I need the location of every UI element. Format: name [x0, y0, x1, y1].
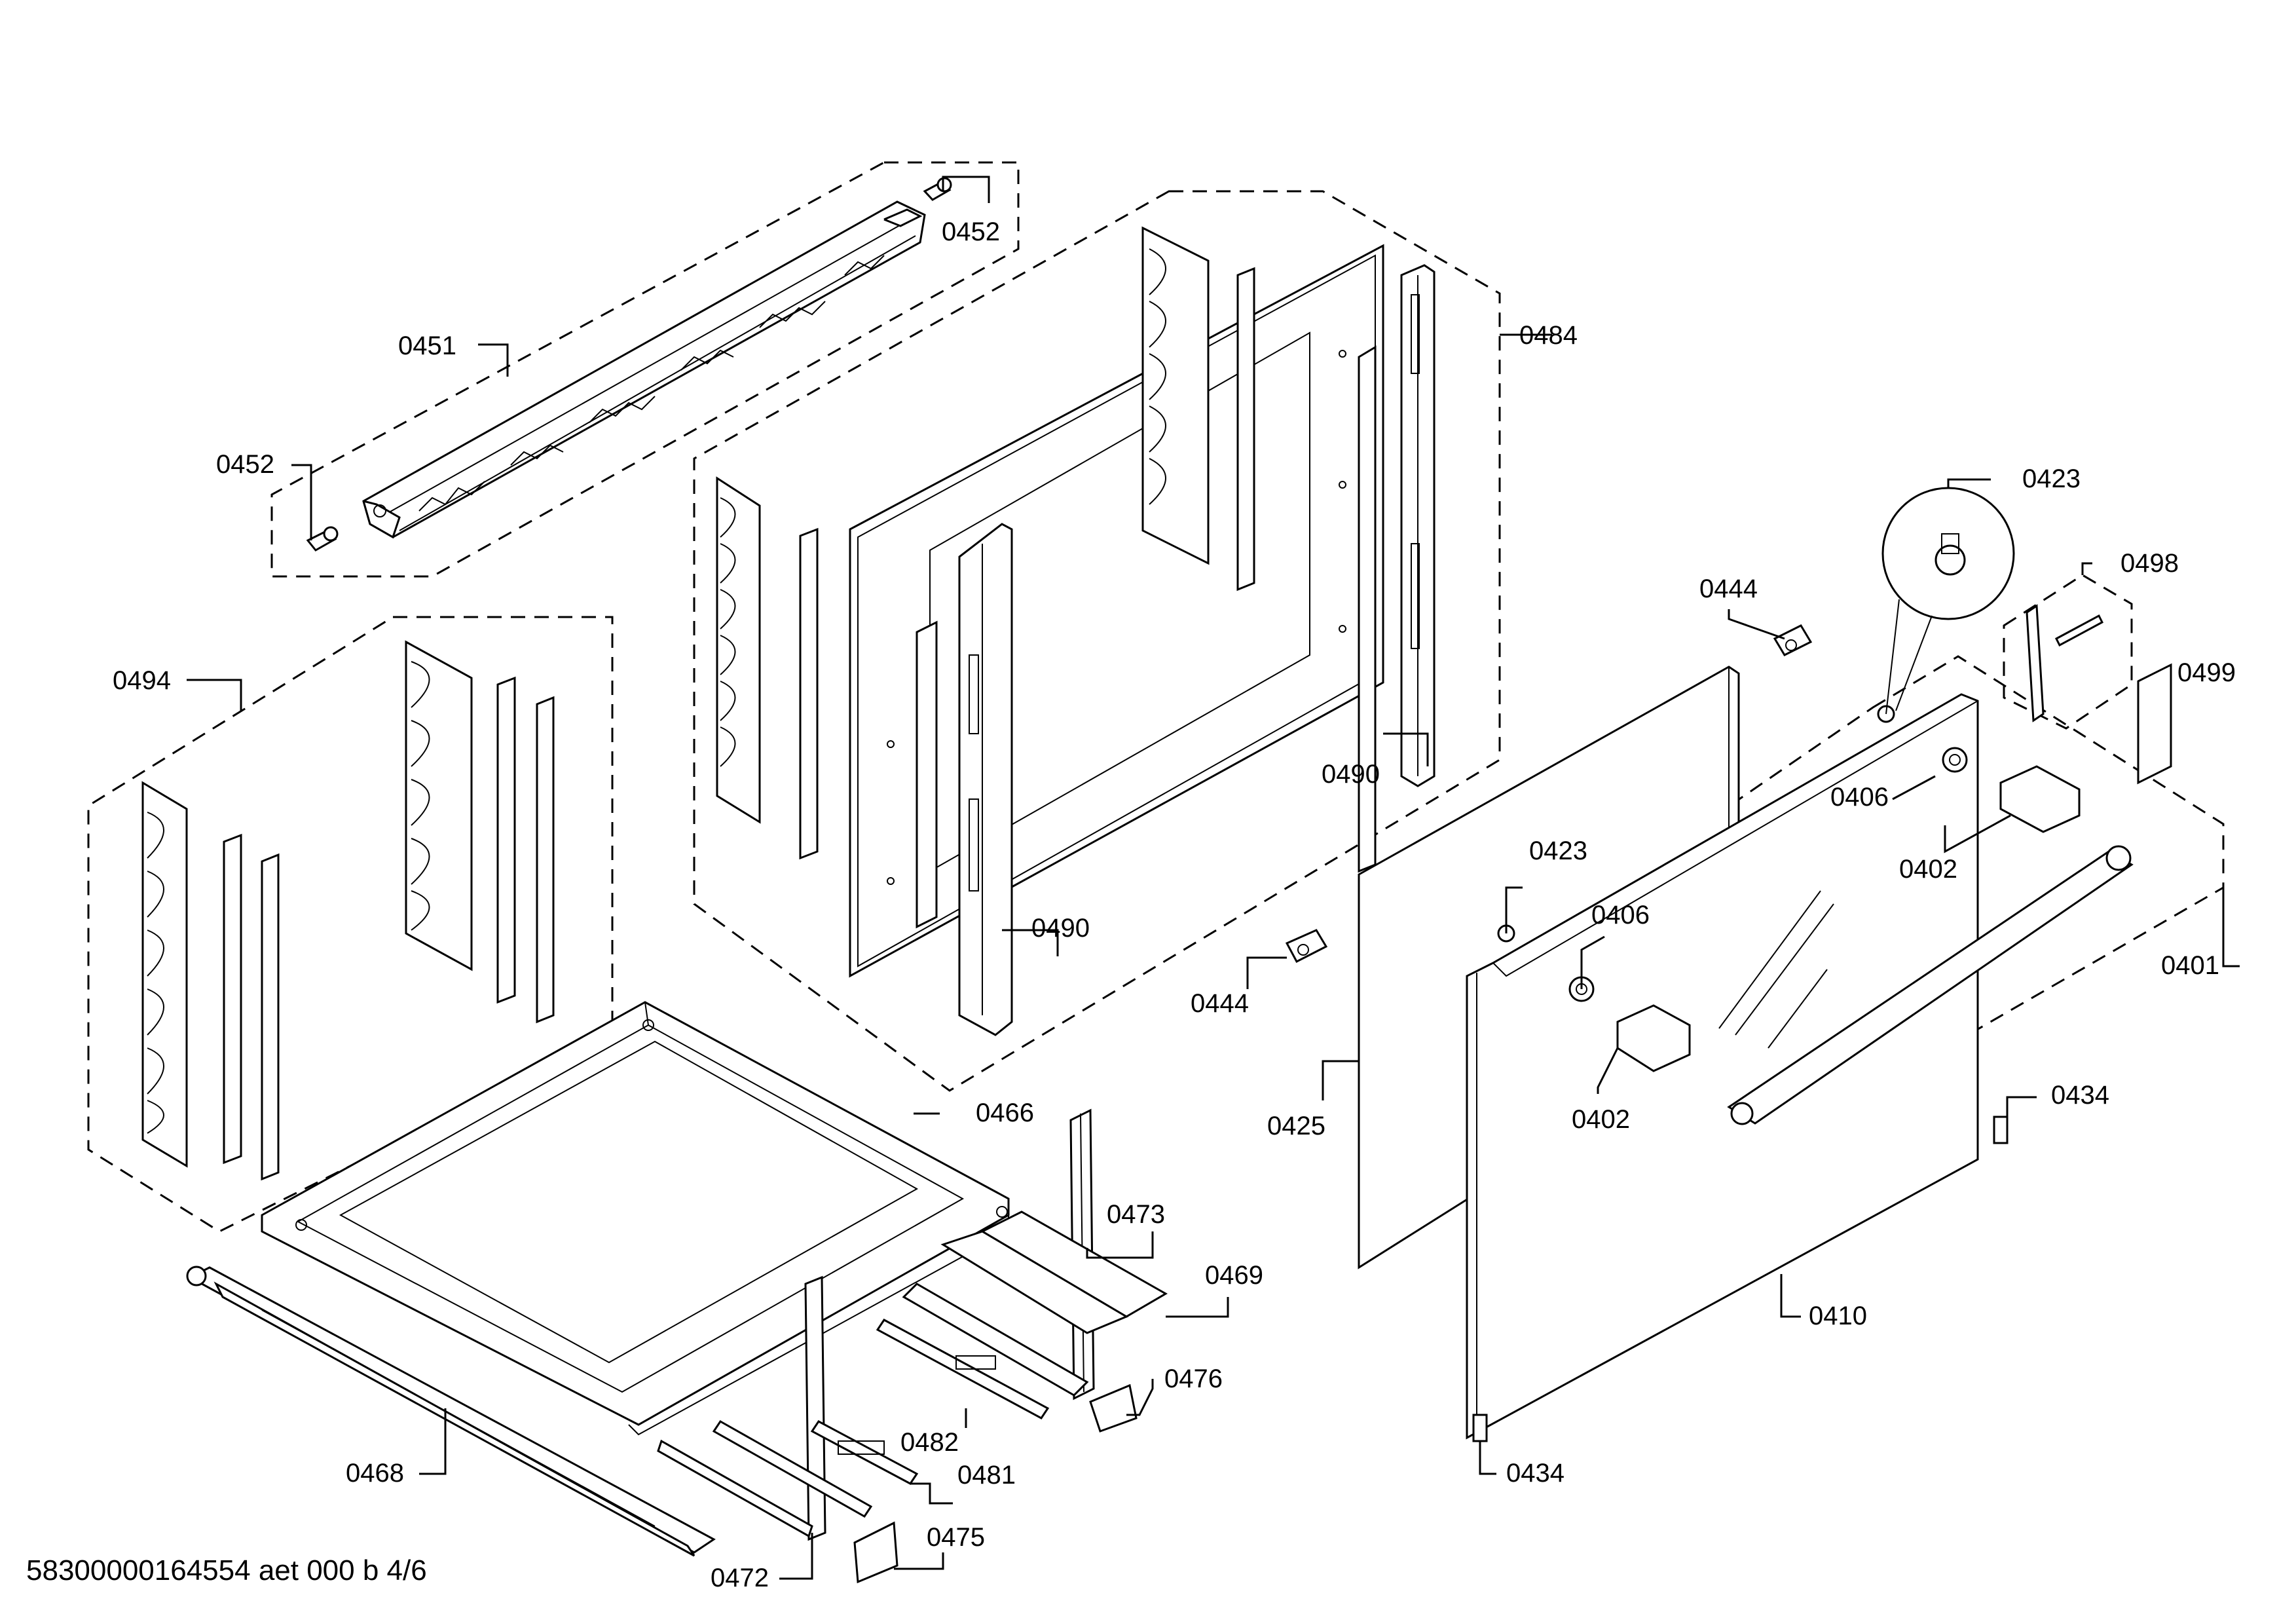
part-0406-spacer-right	[1942, 747, 1968, 773]
label-0484: 0484	[1519, 321, 1578, 350]
part-0452-pin-top	[923, 177, 952, 201]
label-0451: 0451	[398, 331, 456, 360]
part-0468-rail	[186, 1266, 716, 1557]
label-0472: 0472	[711, 1564, 769, 1592]
label-0473: 0473	[1107, 1200, 1165, 1229]
part-0444-clip-top	[1773, 624, 1813, 656]
label-0494: 0494	[113, 666, 171, 695]
diagram-footer-code: 58300000164554 aet 000 b 4/6	[26, 1554, 427, 1586]
label-0401: 0401	[2161, 951, 2219, 980]
label-0444-top: 0444	[1699, 574, 1758, 603]
label-0490-left: 0490	[1031, 914, 1090, 943]
part-0484-louvre-right	[1141, 226, 1255, 591]
label-0410: 0410	[1809, 1302, 1867, 1330]
leader-lines	[187, 176, 2240, 1580]
label-0406-left: 0406	[1591, 901, 1650, 929]
part-0490-bracket-left	[916, 523, 1013, 1036]
part-0469-rail	[902, 1210, 1168, 1397]
label-0423-door: 0423	[1529, 836, 1587, 865]
part-0410-outer-door	[1466, 693, 1979, 1440]
part-0499-gasket	[2137, 663, 2172, 785]
group-0498-boundary	[2003, 574, 2133, 730]
label-0468: 0468	[346, 1459, 404, 1488]
part-0434-foot-right	[1993, 1116, 2009, 1144]
part-0452-pin-left	[306, 526, 339, 552]
label-0452-left: 0452	[216, 450, 274, 479]
part-0451-trim-strip	[362, 200, 926, 539]
part-0423-detail-callout	[1881, 487, 2015, 715]
label-0402-left: 0402	[1572, 1105, 1630, 1134]
part-0444-clip-bottom	[1285, 929, 1328, 964]
part-0494-louvre-right	[405, 640, 555, 1024]
label-0434-left: 0434	[1506, 1459, 1565, 1488]
label-0423-detail: 0423	[2022, 464, 2081, 493]
group-0494-boundary	[87, 616, 614, 1233]
group-0451-boundary	[270, 161, 1020, 578]
label-0402-right: 0402	[1899, 855, 1957, 884]
part-0482-clip	[876, 1319, 1050, 1419]
label-0490-right: 0490	[1322, 760, 1380, 789]
label-0406-right: 0406	[1830, 783, 1889, 812]
part-0484-louvre-left	[716, 476, 819, 860]
part-0472-bracket	[657, 1275, 873, 1541]
label-0482: 0482	[900, 1428, 959, 1457]
label-0476: 0476	[1164, 1364, 1223, 1393]
label-0475: 0475	[927, 1523, 985, 1552]
part-0401-handle	[1727, 845, 2134, 1125]
label-0444-bottom: 0444	[1191, 989, 1249, 1018]
part-0476-hook	[1089, 1383, 1138, 1433]
part-labels: 0452 0451 0452 0484 0494 0490 0490 0466 …	[113, 217, 2236, 1592]
label-0434-right: 0434	[2051, 1081, 2109, 1110]
label-0452-top: 0452	[942, 217, 1000, 246]
label-0469: 0469	[1205, 1261, 1263, 1290]
label-0498: 0498	[2120, 549, 2179, 578]
part-0402-handle-support-right	[1999, 765, 2081, 833]
group-0484-boundary	[693, 190, 1501, 1092]
part-0498-hinge-piece	[2026, 604, 2103, 723]
label-0466: 0466	[976, 1098, 1034, 1127]
label-0481: 0481	[957, 1461, 1016, 1490]
part-0475-hook	[853, 1521, 898, 1584]
label-0425: 0425	[1267, 1112, 1325, 1140]
part-0434-foot-left	[1472, 1414, 1488, 1442]
label-0499: 0499	[2177, 658, 2236, 687]
part-0490-bracket-right	[1358, 264, 1435, 873]
part-0494-louvre-left	[141, 781, 280, 1181]
